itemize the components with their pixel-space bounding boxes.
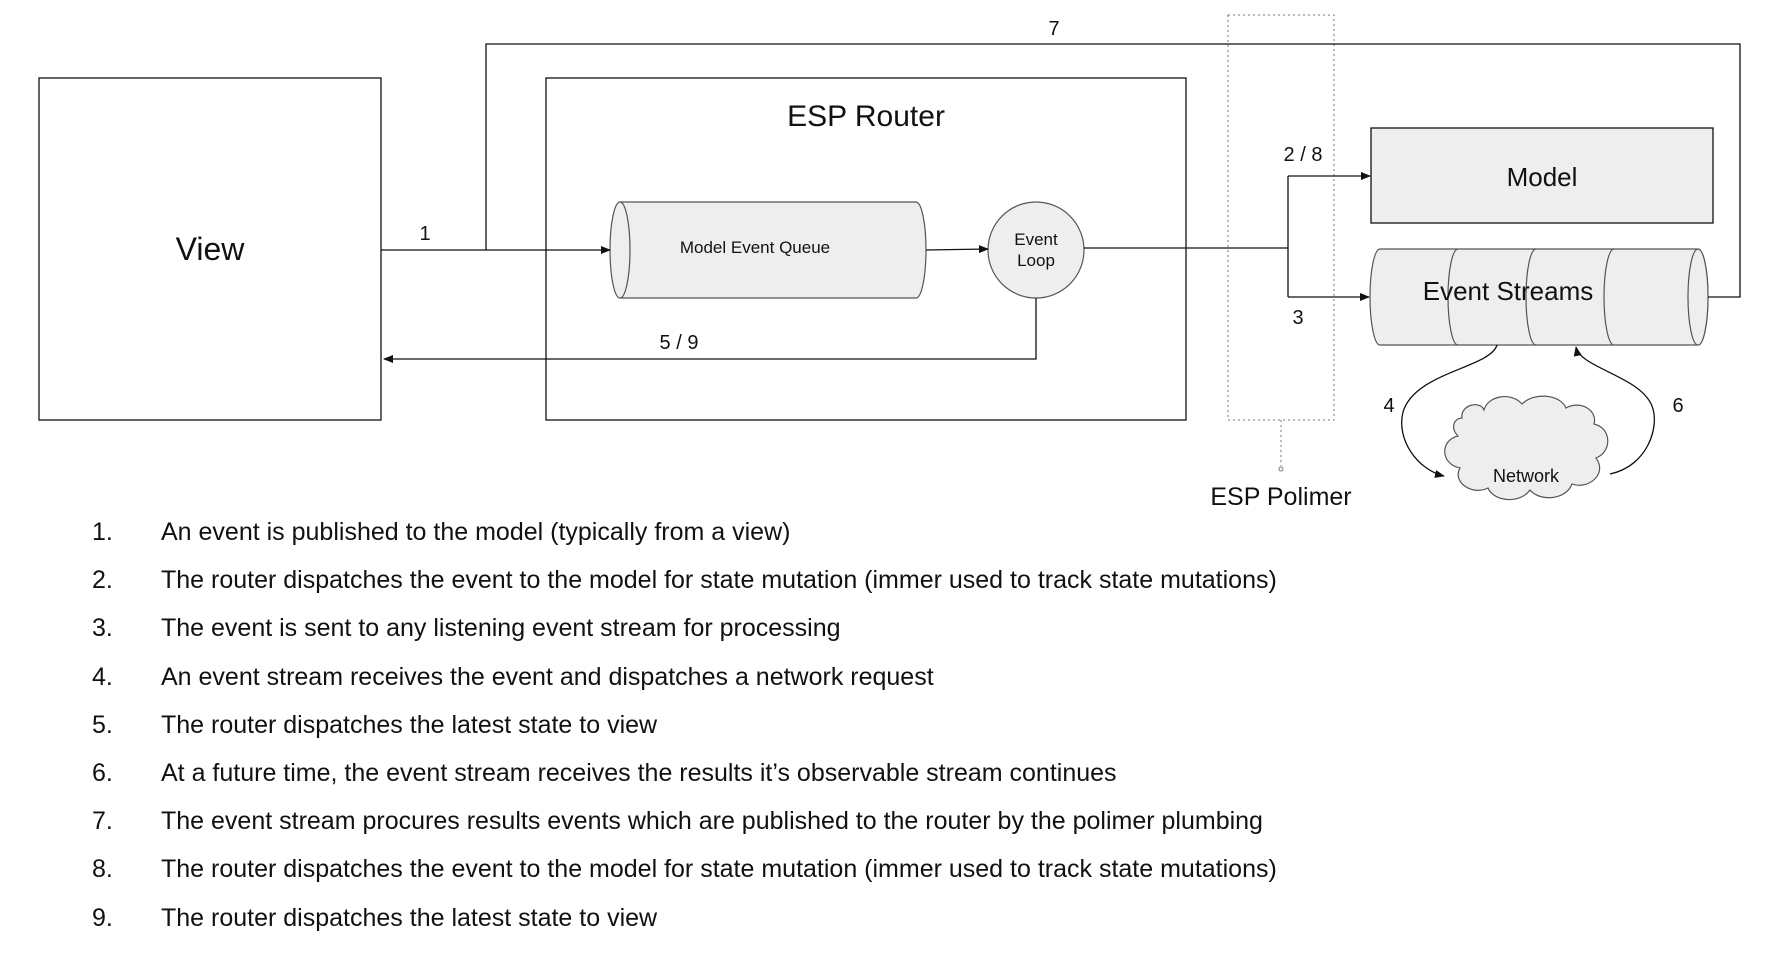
step-item: 3. The event is sent to any listening eve… (92, 604, 1277, 652)
step-text: The router dispatches the event to the m… (161, 855, 1277, 884)
step-number: 9. (92, 903, 113, 932)
edge-4-label: 4 (1383, 395, 1394, 417)
step-text: The router dispatches the event to the m… (161, 566, 1277, 595)
step-number: 3. (92, 614, 113, 643)
step-number: 4. (92, 662, 113, 691)
esp-polimer-box: ESP Polimer (1210, 14, 1352, 511)
view-label: View (176, 231, 246, 267)
step-item: 7. The event stream procures results even… (92, 797, 1277, 845)
model-box: Model (1370, 127, 1714, 224)
edge-2-8-label: 2 / 8 (1284, 144, 1323, 166)
step-number: 6. (92, 758, 113, 787)
event-loop: Event Loop (987, 201, 1085, 299)
step-text: The router dispatches the latest state t… (161, 903, 658, 932)
view-box: View (38, 77, 382, 421)
network-label: Network (1493, 466, 1560, 486)
event-streams-label: Event Streams (1423, 276, 1594, 306)
step-text: An event is published to the model (typi… (161, 518, 791, 546)
edge-5-9-line (383, 298, 1037, 363)
event-loop-label-line2: Loop (1017, 251, 1055, 270)
edge-3-label: 3 (1292, 307, 1303, 329)
esp-polimer-label: ESP Polimer (1210, 483, 1351, 511)
step-number: 8. (92, 855, 113, 884)
esp-router-title: ESP Router (787, 100, 945, 133)
edge-6-label: 6 (1672, 395, 1683, 417)
edge-1-label: 1 (419, 223, 430, 245)
step-number: 1. (92, 518, 113, 546)
queue-label: Model Event Queue (680, 238, 830, 257)
step-item: 9. The router dispatches the latest state… (92, 894, 1277, 942)
step-text: The event is sent to any listening event… (161, 614, 841, 643)
step-item: 5. The router dispatches the latest state… (92, 701, 1277, 749)
queue-to-loop-line (925, 245, 989, 254)
steps-list: 1. An event is published to the model (ty… (92, 508, 1277, 942)
edge-7-label: 7 (1048, 18, 1059, 40)
step-number: 2. (92, 566, 113, 595)
step-text: The router dispatches the latest state t… (161, 710, 658, 739)
architecture-diagram: View ESP Router Model Event Queue Event … (38, 14, 1741, 511)
edge-4-line (1401, 344, 1498, 478)
model-event-queue: Model Event Queue (609, 201, 927, 299)
step-item: 8. The router dispatches the event to the… (92, 845, 1277, 893)
step-text: At a future time, the event stream recei… (161, 758, 1117, 787)
network-cloud: Network (1444, 395, 1609, 501)
step-text: An event stream receives the event and d… (161, 662, 934, 691)
edge-7-line (485, 43, 1741, 298)
step-item: 4. An event stream receives the event and… (92, 653, 1277, 701)
step-number: 5. (92, 710, 113, 739)
edge-6-line (1573, 346, 1655, 475)
event-loop-label-line1: Event (1014, 230, 1058, 249)
step-number: 7. (92, 807, 113, 836)
model-label: Model (1507, 162, 1578, 192)
step-item: 6. At a future time, the event stream rec… (92, 749, 1277, 797)
step-item: 2. The router dispatches the event to the… (92, 556, 1277, 604)
step-text: The event stream procures results events… (161, 807, 1263, 836)
event-streams: Event Streams (1369, 248, 1709, 346)
edge-5-9-label: 5 / 9 (660, 332, 699, 354)
step-item: 1. An event is published to the model (ty… (92, 508, 1277, 556)
